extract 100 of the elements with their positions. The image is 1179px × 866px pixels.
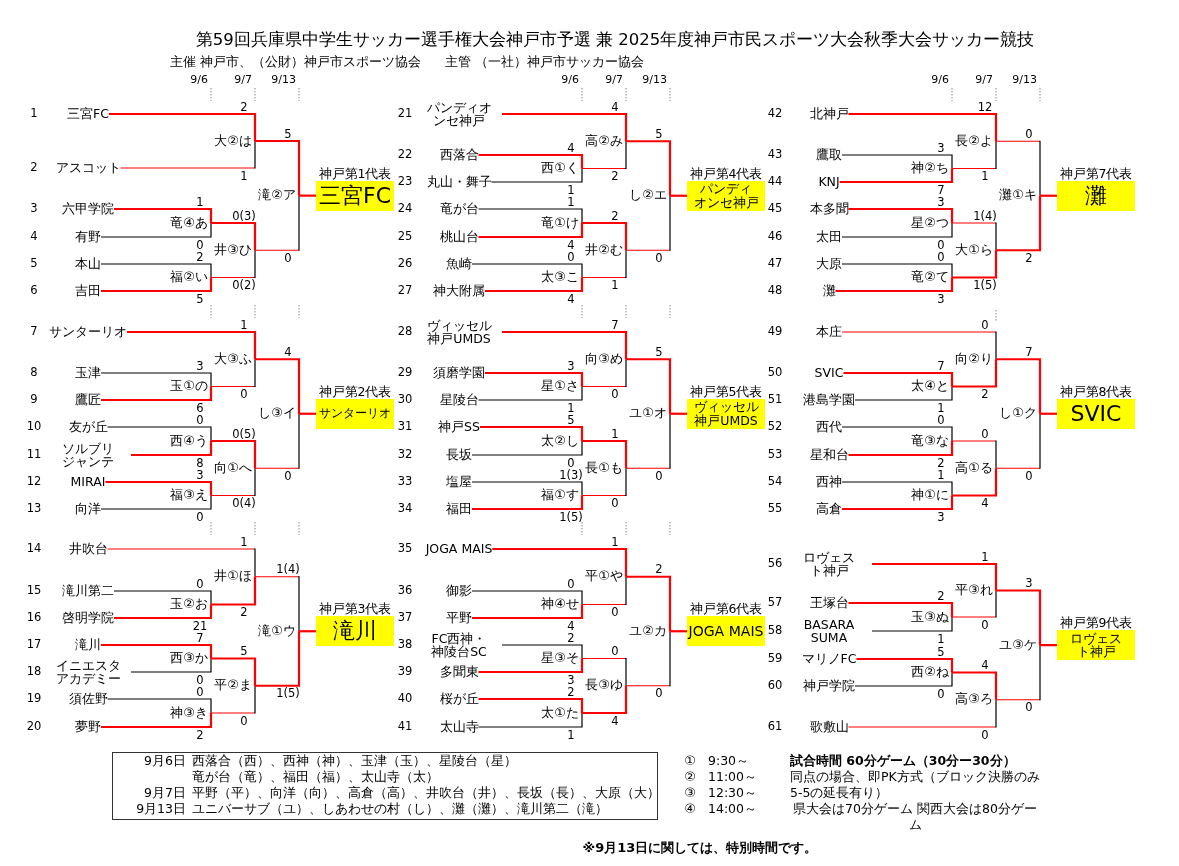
match-code: 長③ゆ — [584, 678, 626, 694]
bracket-line — [106, 426, 212, 442]
bracket-line — [670, 630, 687, 633]
qualifier-heading: 神戸第8代表 — [1058, 383, 1134, 399]
match-code: 大③ふ — [213, 351, 255, 367]
team-number: 54 — [767, 475, 783, 489]
bracket-line — [841, 426, 953, 442]
team-name: 神戸学院 — [803, 678, 855, 694]
score-label: 1 — [981, 170, 989, 182]
bracket-line — [114, 207, 213, 223]
score-label: 0 — [567, 250, 575, 263]
bracket-line — [951, 222, 997, 251]
match-code: 星②つ — [910, 215, 952, 231]
bracket-line — [847, 699, 997, 728]
bracket-line — [581, 249, 627, 279]
match-code: 神④せ — [540, 597, 582, 612]
score-label: 0 — [196, 510, 204, 523]
bracket-line — [995, 644, 1041, 701]
match-code: 神①に — [910, 488, 952, 503]
team-number: 1 — [30, 107, 38, 121]
score-label: 0(2) — [232, 279, 256, 291]
team-name: 滝川 — [75, 637, 101, 653]
score-label: 2 — [240, 606, 248, 618]
bracket-line — [485, 277, 584, 293]
team-number: 27 — [397, 284, 413, 298]
bracket-line — [101, 643, 213, 659]
match-code: 長①も — [584, 460, 626, 476]
team-name: 塩屋 — [446, 474, 472, 490]
team-name: 三宮FC — [67, 106, 109, 122]
venue-list: 平野（平）、向洋（向）、高倉（高）、井吹台（井）、長坂（長）、大原（大） — [192, 785, 660, 801]
bracket-line — [477, 208, 583, 224]
score-label: 1 — [567, 195, 575, 208]
team-name: 桃山台 — [439, 229, 479, 245]
bracket-line — [581, 467, 627, 497]
schedule-date: 9月7日 — [144, 785, 186, 801]
bracket-line — [952, 359, 998, 388]
bracket-line — [255, 139, 301, 196]
score-label: 1 — [240, 535, 248, 548]
team-number: 33 — [397, 475, 413, 489]
match-code: 高②み — [584, 133, 626, 149]
qualifier-box: パンディオンセ神戸 — [687, 180, 765, 211]
bracket-line — [951, 140, 997, 170]
bracket-line — [471, 481, 583, 497]
team-number: 2 — [30, 161, 38, 175]
team-number: 9 — [30, 393, 38, 407]
venue-list: ユニバーサブ（ユ）、しあわせの村（し）、灘（灘）、滝川第二（滝） — [192, 801, 608, 817]
team-number: 25 — [397, 230, 413, 244]
score-label: 2 — [1025, 251, 1033, 264]
bracket-line — [100, 372, 212, 388]
team-name: 星和台 — [809, 447, 849, 463]
bracket-line — [210, 685, 256, 714]
bracket-line — [114, 604, 213, 620]
score-label: 3 — [196, 468, 204, 481]
score-label: 2 — [937, 589, 945, 602]
bracket-line — [670, 194, 687, 197]
score-label: 0 — [655, 251, 663, 264]
score-label: 21 — [192, 619, 208, 632]
date-label: 9/7 — [234, 73, 252, 87]
date-label: 9/6 — [561, 73, 579, 87]
match-code: 竜③な — [910, 433, 952, 449]
bracket-line — [995, 413, 1041, 469]
venue-list: 西落合（西）、西神（神）、玉津（玉）、星陵台（星） — [192, 753, 517, 769]
team-number: 20 — [26, 720, 42, 734]
bracket-line — [100, 222, 212, 238]
bracket-line — [108, 112, 257, 141]
bracket-line — [952, 468, 998, 497]
team-name: 西落合 — [439, 147, 479, 163]
team-name: 魚崎 — [446, 256, 472, 272]
bracket-line — [848, 112, 998, 142]
bracket-line — [471, 440, 583, 456]
match-code: 長②よ — [954, 133, 996, 149]
match-code: 太③こ — [540, 270, 582, 285]
team-name: FC西神・神陵台SC — [416, 631, 502, 659]
team-number: 11 — [26, 448, 42, 462]
match-code: 平②ま — [213, 678, 255, 694]
qualifier-heading: 神戸第9代表 — [1058, 615, 1134, 631]
score-label: 1 — [567, 401, 575, 414]
team-name: SVIC — [814, 365, 844, 381]
team-name: 西神 — [816, 474, 842, 490]
bracket-line — [848, 207, 954, 223]
team-name: 鷹取 — [816, 147, 842, 163]
qualifier-box: 灘 — [1057, 180, 1135, 211]
score-label: 2 — [611, 209, 619, 222]
bracket-line — [1040, 412, 1057, 415]
score-label: 0 — [196, 685, 204, 698]
bracket-line — [581, 358, 627, 388]
score-label: 1 — [611, 535, 619, 548]
team-number: 12 — [26, 475, 42, 489]
team-number: 58 — [767, 624, 783, 638]
bracket-line — [1040, 644, 1057, 647]
bracket-line — [130, 657, 212, 673]
score-label: 12 — [977, 100, 993, 113]
bracket-line — [996, 358, 1042, 414]
date-label: 9/6 — [190, 73, 208, 87]
team-name: 有野 — [75, 229, 101, 245]
score-label: 4 — [981, 497, 989, 509]
team-name: 向洋 — [75, 501, 101, 517]
team-number: 53 — [767, 448, 783, 462]
score-label: 7 — [196, 631, 204, 644]
time-slot-number: ② — [684, 769, 696, 785]
